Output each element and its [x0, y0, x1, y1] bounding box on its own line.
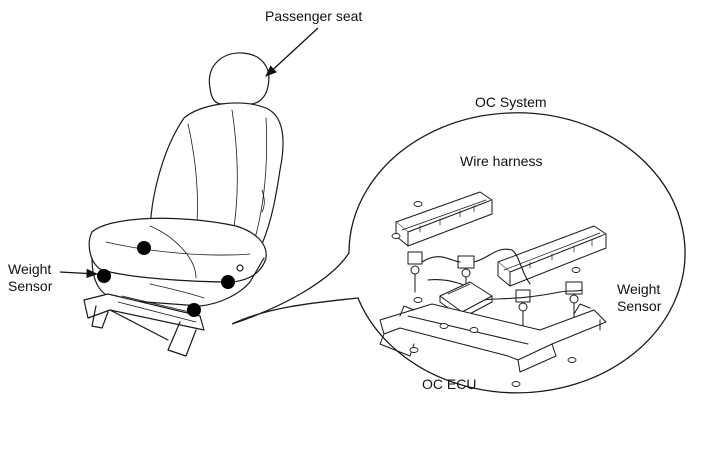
oc-system-label: OC System [475, 94, 547, 110]
passenger-seat-arrow [265, 27, 319, 77]
passenger-seat-label: Passenger seat [265, 8, 363, 24]
weight-sensor-marker [221, 275, 235, 289]
wire-harness-label: Wire harness [460, 153, 543, 169]
seat-sensor-markers [97, 241, 235, 317]
weight-sensor-right-label: Weight Sensor [617, 281, 662, 314]
weight-sensor-left-label: Weight Sensor [8, 261, 53, 294]
seat-backrest [149, 102, 284, 245]
weight-sensor-marker [137, 241, 151, 255]
seat-rails [83, 293, 205, 331]
seat-cushion [88, 217, 267, 283]
weight-sensor-marker [97, 269, 111, 283]
weight-sensor-left-arrow [59, 268, 99, 279]
callout-bubble [231, 112, 686, 394]
oc-system-assembly [379, 191, 607, 387]
seat-headrest [208, 52, 270, 105]
passenger-seat-illustration [83, 52, 284, 357]
weight-sensor-marker [187, 303, 201, 317]
oc-ecu-label: OC ECU [422, 376, 477, 392]
